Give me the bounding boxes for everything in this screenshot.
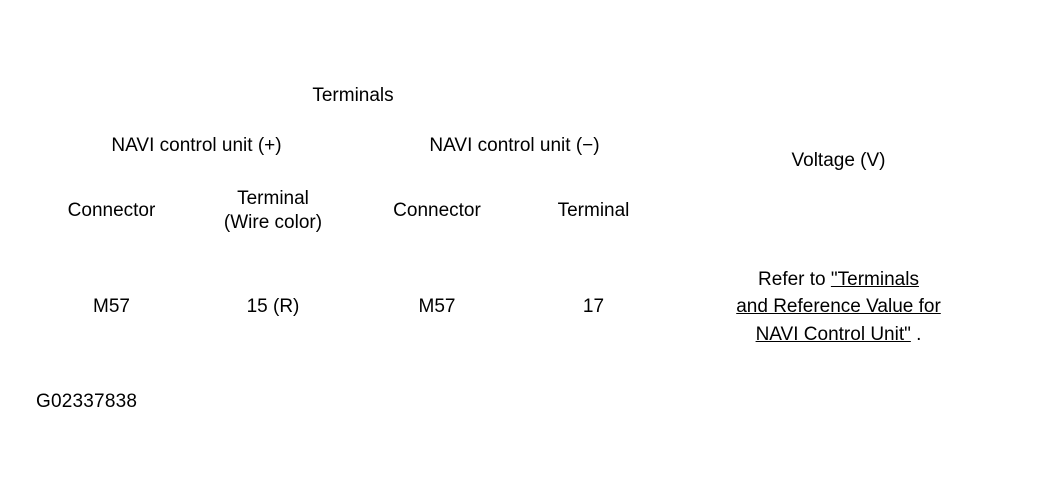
header-navi-control-unit-negative: NAVI control unit (−) <box>429 134 600 156</box>
voltage-reference-link-line2[interactable]: and Reference Value for <box>736 296 941 318</box>
terminals-reference-table: Terminals Voltage (V) NAVI control unit … <box>35 71 1006 363</box>
header-positive-terminal-line1: Terminal <box>237 187 309 209</box>
header-row-group: Terminals Voltage (V) <box>35 71 1006 171</box>
voltage-reference-link-line3[interactable]: NAVI Control Unit" <box>755 323 911 345</box>
cell-negative-terminal: 17 <box>582 295 605 317</box>
voltage-reference-text: Refer to "Terminals and Reference Value … <box>675 266 1002 349</box>
header-row-polarity: NAVI control unit (+) NAVI control unit … <box>35 121 1006 171</box>
cell-negative-connector: M57 <box>418 295 456 317</box>
header-negative-terminal: Terminal <box>557 199 630 221</box>
header-row-subcolumns: Connector Terminal (Wire color) Connecto… <box>35 171 1006 251</box>
cell-positive-terminal: 15 (R) <box>246 295 300 317</box>
header-voltage: Voltage (V) <box>791 149 886 171</box>
table-row: M57 15 (R) M57 17 Refer to "Terminals an… <box>35 251 1006 363</box>
cell-positive-connector: M57 <box>93 295 130 317</box>
voltage-reference-prefix: Refer to <box>758 268 831 290</box>
header-negative-connector: Connector <box>393 199 481 221</box>
figure-id-caption: G02337838 <box>36 391 138 412</box>
header-terminals: Terminals <box>312 84 394 106</box>
voltage-reference-link-line1[interactable]: "Terminals <box>830 268 919 290</box>
header-positive-terminal-line2: (Wire color) <box>223 212 323 233</box>
voltage-reference-suffix: . <box>910 323 922 345</box>
header-positive-connector: Connector <box>67 199 156 221</box>
header-navi-control-unit-positive: NAVI control unit (+) <box>111 134 282 156</box>
header-positive-terminal: Terminal (Wire color) <box>188 171 358 251</box>
cell-voltage-reference: Refer to "Terminals and Reference Value … <box>671 251 1006 363</box>
